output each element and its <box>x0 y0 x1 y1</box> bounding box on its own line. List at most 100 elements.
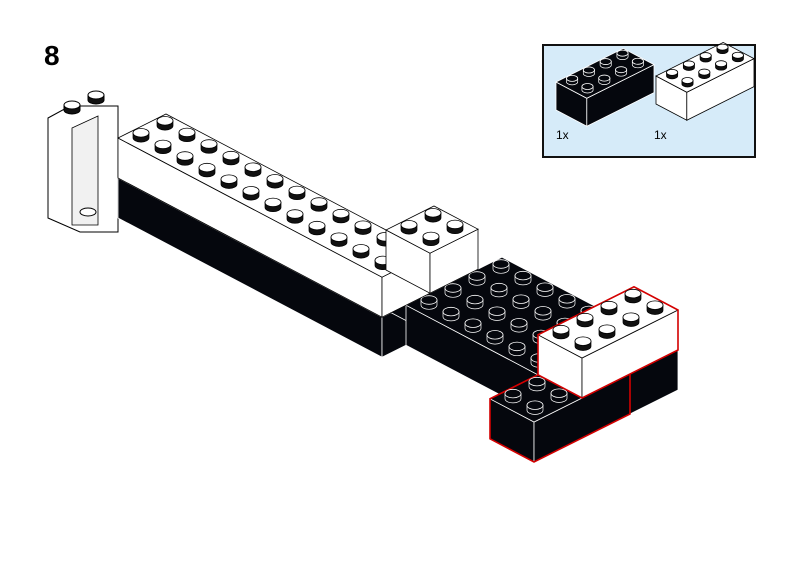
stud <box>242 186 260 201</box>
stud-top <box>512 294 530 304</box>
stud-top <box>600 300 618 311</box>
stud-top <box>615 66 628 74</box>
stud-top <box>534 306 552 316</box>
part-black-brick-2x4 <box>555 47 655 127</box>
highlight-outline <box>537 285 679 399</box>
stud <box>486 330 504 345</box>
stud <box>308 220 326 236</box>
stud-top <box>566 74 579 82</box>
stud-top <box>330 232 348 242</box>
stud-top <box>646 300 664 310</box>
stud-top <box>631 57 644 65</box>
stud-top <box>624 288 642 299</box>
stud-top <box>222 150 240 161</box>
stud-top <box>699 52 712 59</box>
stud <box>526 400 544 415</box>
stud <box>600 300 618 316</box>
stud <box>508 341 526 357</box>
stud <box>682 60 695 71</box>
stud-top <box>681 77 694 84</box>
stud <box>424 208 442 223</box>
stud-top <box>156 116 174 126</box>
stud-top <box>176 151 194 161</box>
stud <box>631 57 644 69</box>
stud-top <box>492 259 510 269</box>
stud-top <box>598 74 611 82</box>
stud <box>464 318 482 333</box>
stud <box>646 300 664 315</box>
stud <box>466 294 484 310</box>
stud <box>536 282 554 297</box>
stud-top <box>466 294 484 305</box>
stud <box>492 259 510 274</box>
stud-top <box>715 60 728 68</box>
stud-top <box>490 282 508 293</box>
stud <box>581 83 594 94</box>
stud-top <box>310 197 328 207</box>
stud-top <box>698 68 711 76</box>
stud-top <box>178 127 196 138</box>
stud-top <box>354 220 372 230</box>
door-frame-opening <box>71 115 99 226</box>
stud-top <box>464 318 482 328</box>
stud <box>716 43 729 54</box>
stud-top <box>264 197 282 208</box>
stud <box>176 151 194 166</box>
stud-top <box>574 336 592 346</box>
stud <box>266 174 284 189</box>
stud-top <box>332 208 350 219</box>
stud <box>622 312 640 327</box>
stud-top <box>308 220 326 231</box>
stud-top <box>422 231 440 242</box>
stud-top <box>468 271 486 281</box>
stud <box>178 127 196 143</box>
stud <box>504 388 522 404</box>
stud <box>666 68 679 80</box>
stud-top <box>716 43 729 51</box>
door-frame-piece <box>47 90 119 233</box>
stud <box>534 306 552 321</box>
stud <box>615 66 628 77</box>
stud <box>132 128 150 143</box>
step-number: 8 <box>44 40 60 71</box>
stud <box>200 139 218 154</box>
stud-top <box>576 312 594 323</box>
stud-top <box>420 295 438 305</box>
stud-top <box>266 174 284 184</box>
stud-top <box>288 185 306 196</box>
stud <box>558 294 576 309</box>
stud <box>681 77 694 88</box>
stud <box>582 66 595 77</box>
stud-top <box>598 324 616 334</box>
stud-top <box>552 324 570 335</box>
stud-top <box>508 341 526 352</box>
stud-top <box>63 100 81 110</box>
stud <box>616 49 629 60</box>
new-white-brick <box>537 285 679 399</box>
stud-top <box>486 330 504 340</box>
stud-top <box>550 388 568 398</box>
stud-top <box>154 139 172 150</box>
stud-top <box>200 139 218 149</box>
stud <box>288 185 306 201</box>
stud-top <box>682 60 695 68</box>
stud <box>731 51 744 63</box>
stud-top <box>242 186 260 196</box>
stud-top <box>244 162 262 172</box>
stud <box>510 318 528 333</box>
stud <box>220 174 238 189</box>
stud-top <box>528 376 546 387</box>
stud-top <box>132 128 150 138</box>
stud-top <box>514 270 532 281</box>
stud <box>552 324 570 340</box>
stud-top <box>599 58 612 65</box>
stud <box>444 283 462 298</box>
stud-top <box>582 66 595 74</box>
stud <box>354 220 372 235</box>
stud-top <box>536 282 554 292</box>
stud <box>264 197 282 213</box>
stud-top <box>198 162 216 173</box>
stud-top <box>581 83 594 90</box>
